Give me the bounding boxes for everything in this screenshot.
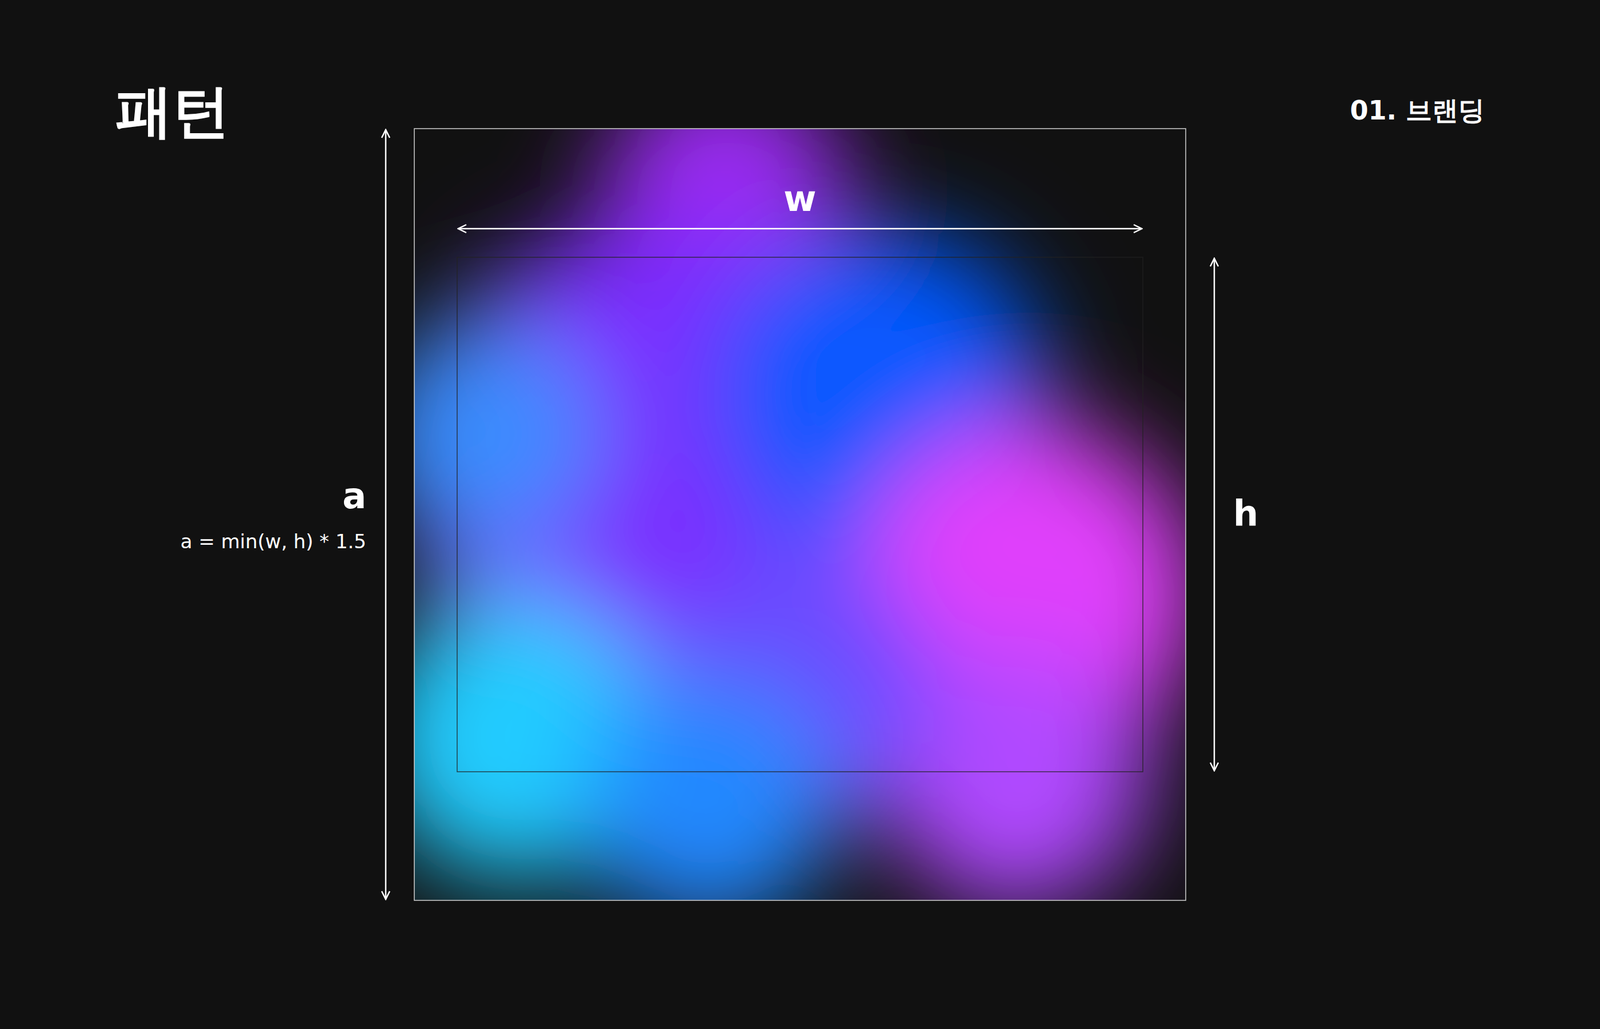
inner-rect — [457, 257, 1143, 772]
dimension-label: w — [783, 179, 816, 219]
gradient-blobs — [414, 128, 1186, 900]
page-title: 패턴 — [115, 80, 230, 143]
formula-note: a = min(w, h) * 1.5 — [180, 530, 367, 552]
width-arrow — [458, 228, 1142, 230]
dimension-label: a — [342, 476, 367, 516]
side-arrow — [385, 129, 387, 899]
outer-square — [414, 128, 1186, 900]
dimension-label: h — [1233, 493, 1259, 533]
height-arrow — [1213, 258, 1216, 771]
section-label: 01. 브랜딩 — [1349, 96, 1485, 126]
